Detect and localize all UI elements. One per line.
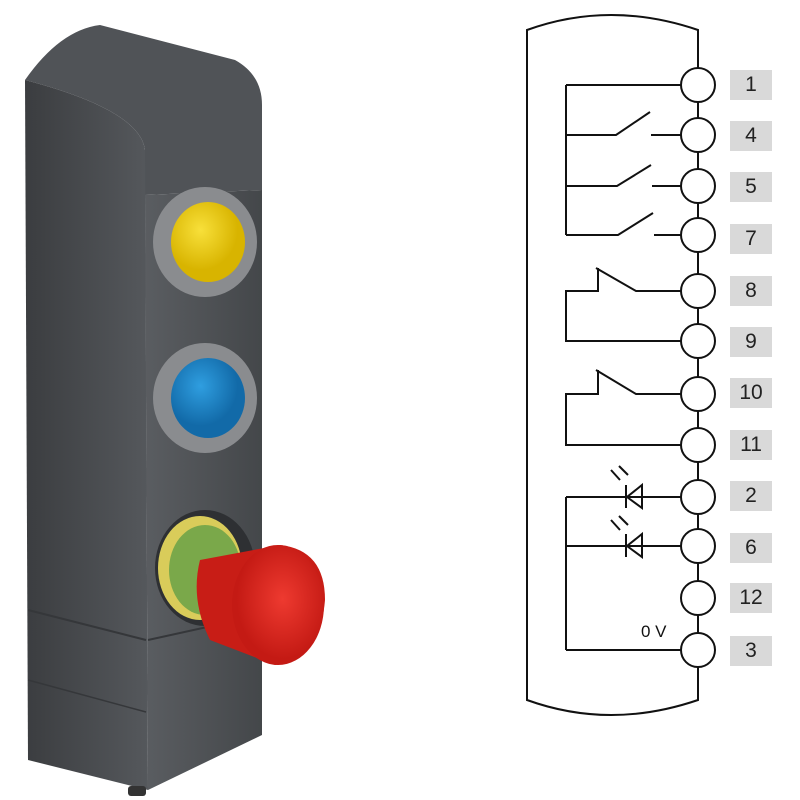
- no-contact-5: [566, 164, 681, 187]
- emergency-stop-button[interactable]: [155, 510, 325, 665]
- terminal-label: 8: [730, 276, 772, 306]
- terminal-label: 12: [730, 583, 772, 613]
- housing-left-face: [25, 80, 148, 790]
- no-contact-4: [566, 111, 681, 136]
- no-contact-7: [566, 212, 681, 236]
- terminal-label: 7: [730, 224, 772, 254]
- terminal-label: 2: [730, 481, 772, 511]
- terminal-label: 5: [730, 172, 772, 202]
- blue-pushbutton[interactable]: [153, 343, 257, 453]
- terminal-circles: [680, 67, 716, 668]
- zero-volt-label: 0 V: [641, 622, 667, 641]
- terminal-label: 6: [730, 533, 772, 563]
- nc-contact-10-11: [565, 369, 681, 446]
- housing-top: [25, 25, 262, 195]
- terminal-label: 9: [730, 327, 772, 357]
- terminal-label: 3: [730, 636, 772, 666]
- terminal-label: 4: [730, 121, 772, 151]
- led-6-icon: [566, 515, 681, 559]
- yellow-pushbutton[interactable]: [153, 187, 257, 297]
- device-outline: [526, 14, 699, 716]
- terminal-label: 10: [730, 378, 772, 408]
- terminal-label: 11: [730, 430, 772, 460]
- led-2-icon: [566, 465, 681, 510]
- terminal-label: 1: [730, 70, 772, 100]
- nc-contact-8-9: [565, 267, 681, 342]
